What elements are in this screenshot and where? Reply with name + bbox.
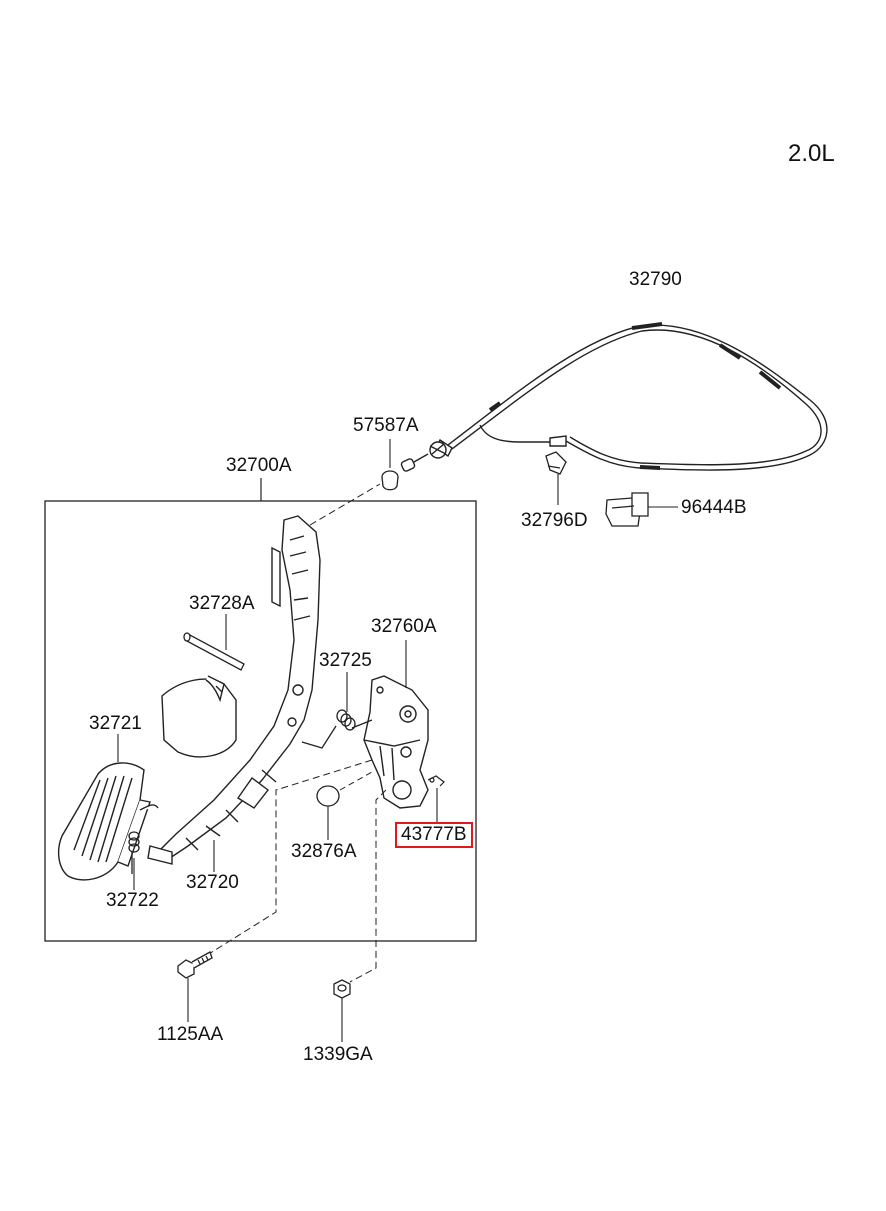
pedal-stopper-block (161, 675, 237, 758)
part-label-32876A[interactable]: 32876A (291, 841, 357, 862)
grommet-57587A (381, 470, 399, 491)
part-label-1339GA[interactable]: 1339GA (303, 1044, 373, 1065)
pedal-arm-32720 (147, 515, 321, 865)
part-label-32721[interactable]: 32721 (89, 713, 142, 734)
nut-1339GA (333, 979, 351, 999)
engine-label: 2.0L (788, 140, 835, 167)
clip-96444B (605, 492, 649, 527)
spring-32722 (128, 831, 140, 874)
part-label-32728A[interactable]: 32728A (189, 593, 255, 614)
part-label-1125AA[interactable]: 1125AA (157, 1024, 224, 1045)
part-label-32760A[interactable]: 32760A (371, 616, 437, 637)
accelerator-cable (400, 322, 828, 472)
part-label-32700A[interactable]: 32700A (226, 455, 292, 476)
pedal-pad-32721 (57, 762, 159, 881)
cap-32876A (316, 785, 340, 807)
part-label-32796D[interactable]: 32796D (521, 510, 588, 531)
part-label-32722[interactable]: 32722 (106, 890, 159, 911)
pin-32728A (183, 632, 245, 671)
bolt-1125AA (177, 951, 213, 979)
part-label-96444B[interactable]: 96444B (681, 497, 747, 518)
return-spring-32725 (301, 709, 373, 749)
clip-32796D (545, 451, 567, 475)
part-label-43777B-highlighted[interactable]: 43777B (395, 822, 473, 848)
part-label-57587A[interactable]: 57587A (353, 415, 419, 436)
clip-43777B (427, 775, 445, 787)
part-label-32720[interactable]: 32720 (186, 872, 239, 893)
bracket-32760A (363, 675, 429, 809)
part-label-32725[interactable]: 32725 (319, 650, 372, 671)
part-label-32790[interactable]: 32790 (629, 269, 682, 290)
